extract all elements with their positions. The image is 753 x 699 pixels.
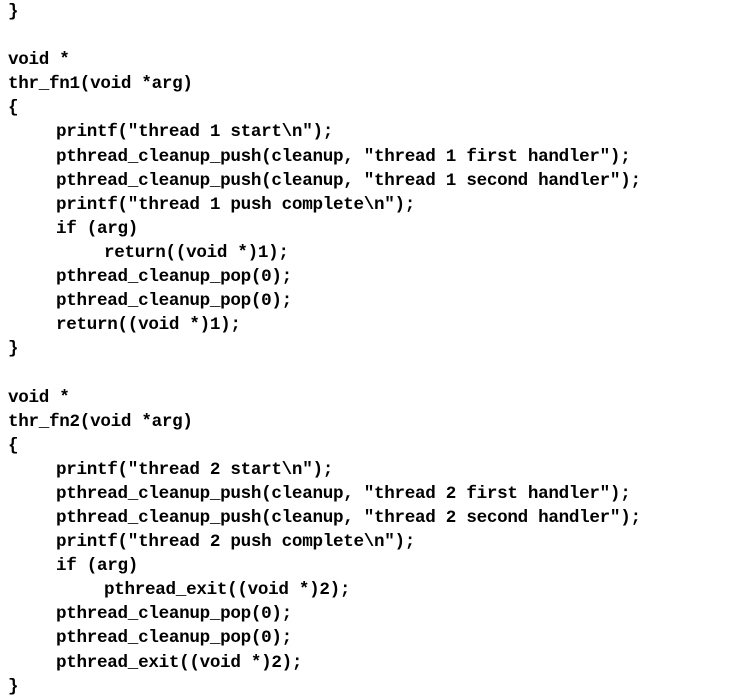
code-line: pthread_cleanup_push(cleanup, "thread 2 … [56, 483, 631, 504]
code-line: thr_fn1(void *arg) [8, 74, 193, 95]
code-line: pthread_cleanup_push(cleanup, "thread 1 … [56, 170, 641, 191]
blank-line [8, 361, 641, 385]
code-line: pthread_cleanup_pop(0); [56, 628, 292, 649]
blank-line [8, 24, 641, 48]
code-line: pthread_cleanup_pop(0); [56, 267, 292, 288]
code-line: void * [8, 50, 70, 71]
code-line: } [8, 676, 19, 697]
code-line: } [8, 339, 19, 360]
code-line: thr_fn2(void *arg) [8, 411, 193, 432]
code-line: if (arg) [56, 556, 139, 577]
code-line: pthread_cleanup_pop(0); [56, 604, 292, 625]
code-line: printf("thread 1 push complete\n"); [56, 194, 416, 215]
code-line: void * [8, 387, 70, 408]
code-line: } [8, 2, 19, 22]
code-line: printf("thread 1 start\n"); [56, 122, 333, 143]
code-line: return((void *)1); [104, 242, 289, 263]
code-line: printf("thread 2 start\n"); [56, 459, 333, 480]
code-listing: } void * thr_fn1(void *arg) { printf("thread… [8, 0, 641, 699]
code-line: pthread_cleanup_push(cleanup, "thread 2 … [56, 507, 641, 528]
code-line: return((void *)1); [56, 315, 241, 336]
code-line: pthread_exit((void *)2); [56, 652, 303, 673]
code-line: if (arg) [56, 218, 139, 239]
code-line: { [8, 98, 19, 119]
code-line: pthread_cleanup_pop(0); [56, 291, 292, 312]
code-line: printf("thread 2 push complete\n"); [56, 532, 416, 553]
code-line: { [8, 435, 19, 456]
code-line: pthread_exit((void *)2); [104, 580, 351, 601]
code-line: pthread_cleanup_push(cleanup, "thread 1 … [56, 146, 631, 167]
